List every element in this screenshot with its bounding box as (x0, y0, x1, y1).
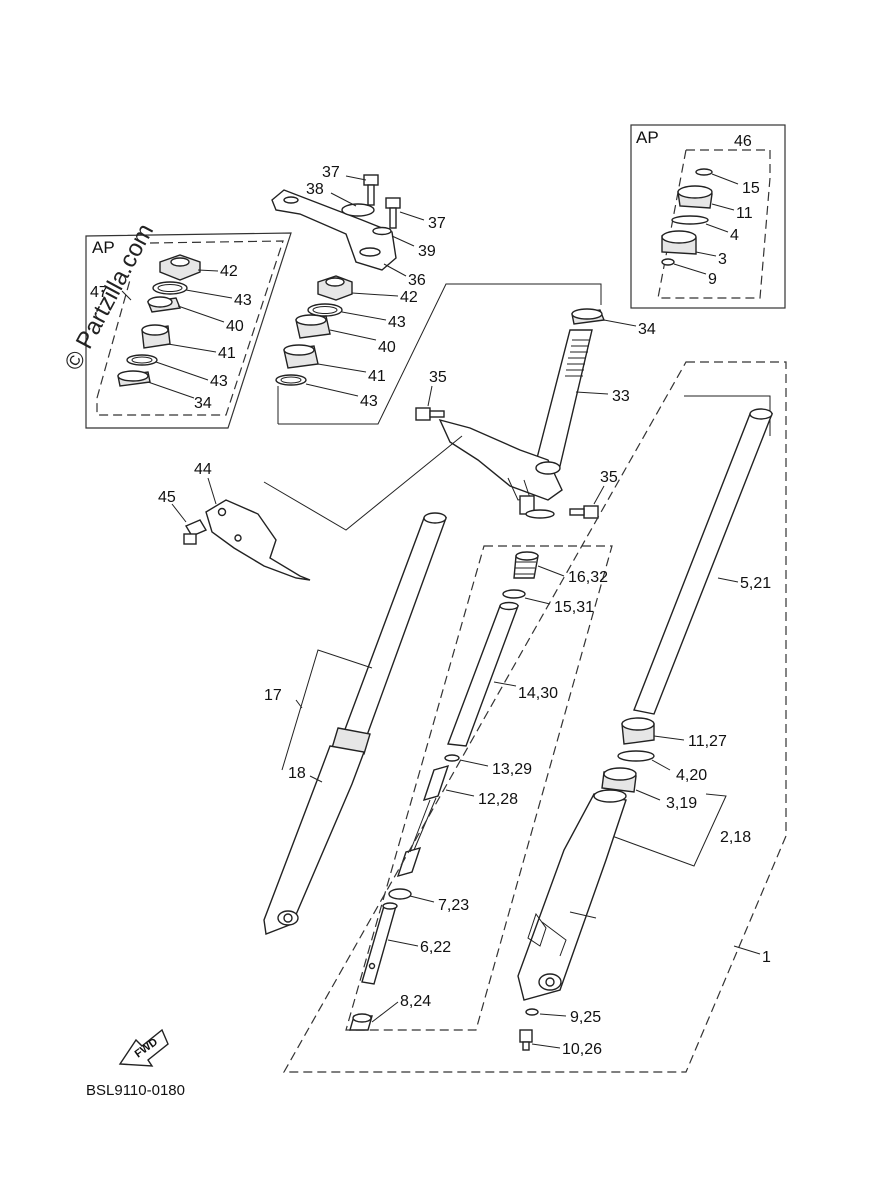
left-fork-leg: 17 18 (263, 512, 447, 935)
callout-42-left: 42 (220, 263, 238, 280)
steering-bearing-stack: 42 43 40 41 43 (275, 275, 602, 425)
callout-14-30: 14,30 (518, 685, 558, 702)
callout-3-ap: 3 (718, 251, 727, 268)
ap-box-left: AP 47 42 43 40 41 43 34 (85, 232, 292, 429)
lower-bracket (438, 418, 563, 501)
callout-7-23: 7,23 (438, 897, 469, 914)
callout-39: 39 (418, 243, 436, 260)
steering-stem: 34 33 35 35 (263, 308, 656, 531)
ap-box-right: AP 46 15 11 4 3 9 (630, 124, 786, 309)
callout-12-28: 12,28 (478, 791, 518, 808)
callout-36: 36 (408, 272, 426, 289)
callout-37-top: 37 (322, 164, 340, 181)
diagram-code: BSL9110-0180 (86, 1082, 185, 1099)
upper-bracket-assembly: 37 38 37 39 36 (271, 164, 446, 289)
callout-17: 17 (264, 687, 282, 704)
callout-41-left: 41 (218, 345, 236, 362)
callout-33: 33 (612, 388, 630, 405)
callout-45: 45 (158, 489, 176, 506)
callout-10-26: 10,26 (562, 1041, 602, 1058)
callout-6-22: 6,22 (420, 939, 451, 956)
callout-34-right: 34 (638, 321, 656, 338)
callout-47: 47 (90, 284, 108, 301)
callout-4-ap: 4 (730, 227, 739, 244)
fork-internals: 16,32 15,31 14,30 13,29 12,28 7,23 6,22 … (345, 545, 613, 1031)
callout-44: 44 (194, 461, 212, 478)
right-fork-leg: 5,21 11,27 4,20 3,19 2,18 1 9,25 10,26 (282, 361, 787, 1073)
callout-15-31: 15,31 (554, 599, 594, 616)
callout-43-mid-top: 43 (388, 314, 406, 331)
callout-35-right: 35 (600, 469, 618, 486)
callout-34-left: 34 (194, 395, 212, 412)
callout-42-mid: 42 (400, 289, 418, 306)
callout-2-18: 2,18 (720, 829, 751, 846)
callout-9-25: 9,25 (570, 1009, 601, 1026)
callout-35-left: 35 (429, 369, 447, 386)
callout-1: 1 (762, 949, 771, 966)
fwd-arrow: FWD (118, 1028, 169, 1067)
callout-41-mid: 41 (368, 368, 386, 385)
callout-43-left-bottom: 43 (210, 373, 228, 390)
cable-guide-bracket: 44 45 (158, 461, 311, 581)
bracket-44 (205, 499, 311, 581)
ap-label-left: AP (92, 238, 115, 257)
callout-46: 46 (734, 133, 752, 150)
callout-4-20: 4,20 (676, 767, 707, 784)
callout-8-24: 8,24 (400, 993, 431, 1010)
steering-nut (159, 254, 201, 281)
callout-43-mid-bottom: 43 (360, 393, 378, 410)
callout-40-left: 40 (226, 318, 244, 335)
callout-9-ap: 9 (708, 271, 717, 288)
callout-37-right: 37 (428, 215, 446, 232)
callout-40-mid: 40 (378, 339, 396, 356)
ap-label-right: AP (636, 128, 659, 147)
callout-15-ap: 15 (742, 180, 760, 197)
callout-13-29: 13,29 (492, 761, 532, 778)
callout-11-27: 11,27 (688, 733, 727, 750)
callout-11-ap: 11 (736, 205, 753, 222)
callout-3-19: 3,19 (666, 795, 697, 812)
callout-43-left-top: 43 (234, 292, 252, 309)
callout-5-21: 5,21 (740, 575, 771, 592)
callout-18: 18 (288, 765, 306, 782)
callout-38: 38 (306, 181, 324, 198)
callout-16-32: 16,32 (568, 569, 608, 586)
